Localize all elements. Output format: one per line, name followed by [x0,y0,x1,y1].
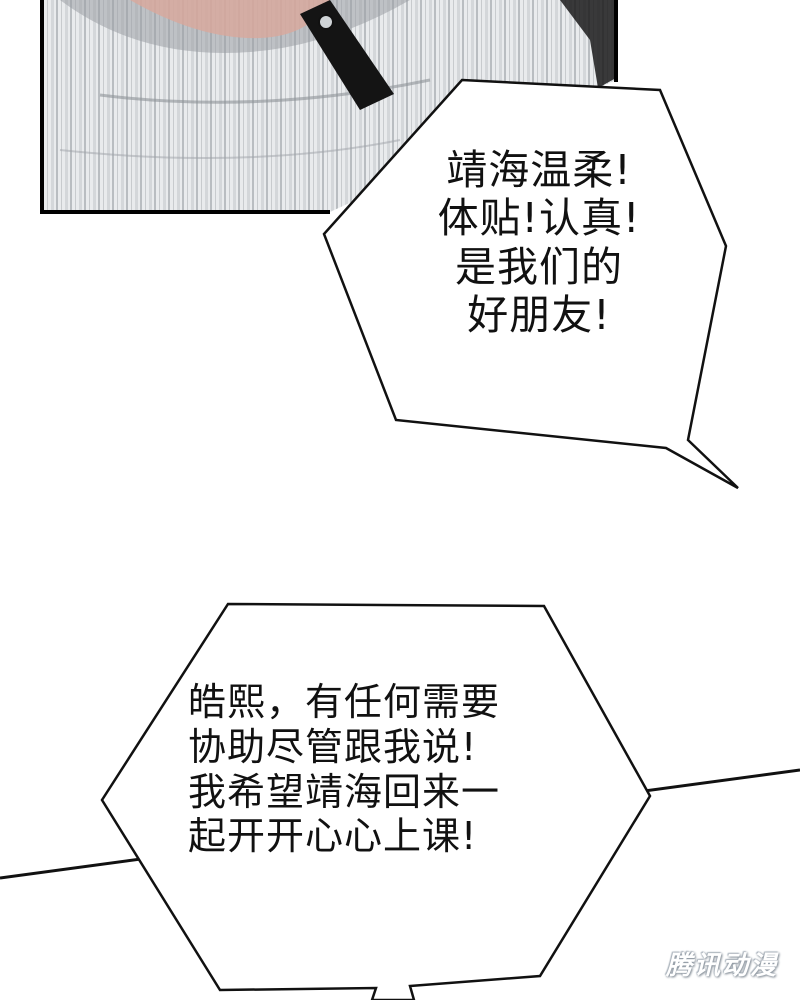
bubble2-line-1: 皓熙，有任何需要 [188,680,501,724]
speech-bubble-1-text: 靖海温柔! 体贴!认真! 是我们的 好朋友! [404,146,674,340]
speech-bubble-1 [322,78,739,490]
watermark-logo: 腾讯动漫 [665,951,778,981]
bubble2-line-2: 协助尽管跟我说! [188,724,478,769]
speech-bubble-2-text: 皓熙，有任何需要 协助尽管跟我说! 我希望靖海回来一 起开开心心上课! [188,680,500,859]
bubble2-line-3: 我希望靖海回来一 [188,769,501,814]
bubble1-line-1: 靖海温柔! [446,146,632,194]
bubble2-line-4: 起开开心心上课! [188,814,478,859]
bubble1-line-2: 体贴!认真! [437,194,641,243]
bubble1-line-3: 是我们的 [455,242,623,291]
bubble1-line-4: 好朋友! [467,291,611,340]
speech-bubble-2 [100,602,652,1000]
